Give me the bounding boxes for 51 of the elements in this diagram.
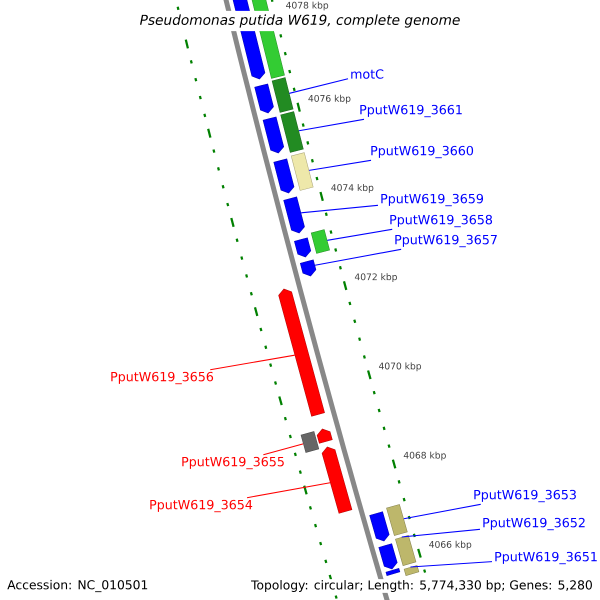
gene-label: PputW619_3660 <box>371 146 474 158</box>
gene-block <box>316 428 333 444</box>
gene-label: PputW619_3654 <box>150 500 252 512</box>
gene-label: PputW619_3651 <box>495 552 597 564</box>
gene-block <box>278 288 325 417</box>
gene-label: PputW619_3656 <box>111 372 214 384</box>
gene-block <box>294 238 312 258</box>
leader-line <box>301 204 378 214</box>
gene-label: PputW619_3655 <box>182 456 284 470</box>
gene-block <box>322 446 352 514</box>
gene-block <box>404 565 420 576</box>
gene-block <box>386 504 408 536</box>
gene-block <box>280 111 304 153</box>
leader-line <box>404 504 481 520</box>
gene-label: PputW619_3659 <box>381 194 484 206</box>
leader-line <box>246 482 330 498</box>
gene-label: PputW619_3661 <box>360 104 462 118</box>
gene-block <box>300 260 316 276</box>
gene-label: PputW619_3658 <box>390 214 492 228</box>
gene-block <box>310 229 330 254</box>
gene-label: PputW619_3657 <box>395 234 497 248</box>
leader-line <box>314 248 402 266</box>
tick-label: 4074 kbp <box>331 184 374 193</box>
gene-block <box>262 116 284 154</box>
accession-text: Accession: NC_010501 <box>6 579 150 593</box>
leader-line <box>289 78 348 94</box>
gene-block <box>386 568 400 576</box>
tick-label: 4070 kbp <box>378 362 422 372</box>
gene-label: motC <box>351 69 384 79</box>
leader-line <box>210 354 295 370</box>
genome-info-text: Topology: circular; Length: 5,774,330 bp; Genes: 5,280 <box>250 579 594 593</box>
tick-label: 4066 kbp <box>429 540 472 550</box>
gene-block <box>273 158 294 194</box>
leader-line <box>410 561 492 568</box>
leader-line <box>298 118 364 132</box>
tick-label: 4078 kbp <box>286 2 328 10</box>
title: Pseudomonas putida W619, complete genome <box>136 10 464 32</box>
tick-label: 4076 kbp <box>308 94 350 104</box>
gene-block <box>254 84 274 114</box>
gene-block <box>300 431 320 453</box>
leader-line <box>327 228 392 241</box>
leader-line <box>402 528 480 538</box>
gene-label: PputW619_3652 <box>483 518 585 530</box>
gene-block <box>369 511 390 542</box>
leader-line <box>309 160 372 171</box>
tick-label: 4068 kbp <box>404 452 446 460</box>
gene-block <box>272 77 294 113</box>
tick-label: 4072 kbp <box>354 273 397 282</box>
gene-label: PputW619_3653 <box>474 490 576 502</box>
gene-block <box>290 152 314 191</box>
gene-block <box>283 196 305 234</box>
